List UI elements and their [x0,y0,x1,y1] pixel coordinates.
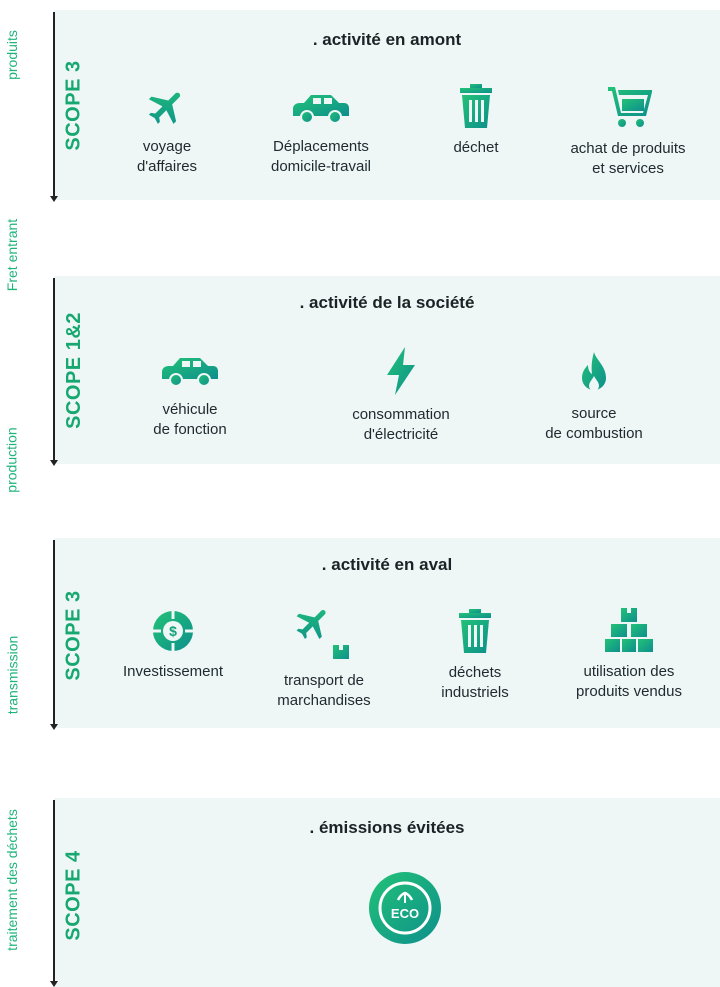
item-transport: transport de marchandises [244,603,404,711]
item-label: consommation d'électricité [352,406,450,443]
scope-label: SCOPE 3 [62,589,85,681]
cart-icon [608,87,652,127]
item-label: achat de produits et services [570,140,686,177]
item-combustion: source de combustion [514,350,674,444]
svg-text:ECO: ECO [391,906,419,921]
flame-icon [582,352,606,391]
item-voyage: voyage d'affaires [87,85,247,177]
eco-badge-icon: ECO [367,870,443,946]
item-label: Investissement [122,663,224,680]
side-label-traitement-dechets: traitement des déchets [4,809,21,951]
item-dechet: déchet [396,82,556,158]
airplane-package-icon [296,610,349,659]
item-label: déchet [453,139,499,156]
airplane-icon [148,92,181,124]
section-title: . activité de la société [299,293,475,312]
item-label: source de combustion [545,405,643,442]
item-label: voyage d'affaires [136,138,198,175]
item-vehicule: véhicule de fonction [110,348,270,440]
scope-label: SCOPE 4 [62,849,85,941]
item-investissement: $ Investissement [93,608,253,682]
item-label: utilisation des produits vendus [576,663,682,700]
side-label-transmission: transmission [4,635,20,715]
item-electricite: consommation d'électricité [321,345,481,445]
section-title: . activité en aval [321,555,453,574]
timeline-arrow [50,12,58,202]
item-label: transport de marchandises [277,672,371,709]
item-label: déchets industriels [441,664,509,701]
dollar-pie-icon: $ [153,611,193,651]
section-title: . activité en amont [312,30,462,49]
section-title: . émissions évitées [309,818,465,837]
item-dechets-industriels: déchets industriels [395,607,555,703]
side-label-fret-entrant: Fret entrant [4,218,20,292]
timeline-arrow [50,540,58,730]
scope-label: SCOPE 1&2 [62,311,85,429]
item-deplacements: Déplacements domicile-travail [241,85,401,177]
boxes-icon [605,608,653,652]
item-label: Déplacements domicile-travail [270,138,372,175]
trash-icon [460,84,492,128]
side-label-produits: produits [4,30,20,80]
item-label: véhicule de fonction [153,401,227,438]
lightning-icon [387,347,415,395]
car-icon [162,358,218,387]
side-label-production: production [4,427,21,493]
car-icon [293,95,349,124]
timeline-arrow [50,800,58,987]
item-produits-vendus: utilisation des produits vendus [549,606,709,702]
trash-icon [459,609,491,653]
timeline-arrow [50,278,58,466]
svg-text:$: $ [169,623,177,639]
item-achat: achat de produits et services [548,83,708,179]
